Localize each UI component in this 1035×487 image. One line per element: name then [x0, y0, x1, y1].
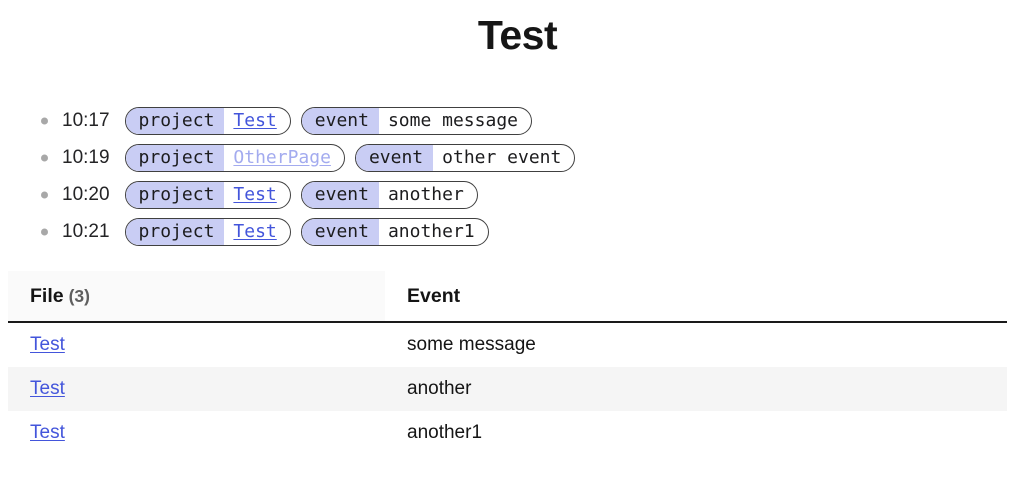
bullet-icon: [41, 117, 48, 125]
event-pill-label: event: [301, 218, 379, 245]
log-entry: 10:17 project Test event some message: [41, 105, 1027, 136]
file-column-header: File(3): [8, 271, 385, 324]
event-pill: event another: [300, 180, 478, 209]
project-pill-label: project: [125, 107, 225, 134]
log-time: 10:20: [62, 183, 110, 205]
file-cell: Test: [8, 367, 385, 411]
event-pill-label: event: [301, 181, 379, 208]
project-link[interactable]: OtherPage: [233, 147, 331, 169]
event-pill: event some message: [300, 106, 532, 135]
bullet-icon: [41, 228, 48, 236]
event-text: other event: [442, 147, 562, 169]
bullet-icon: [41, 154, 48, 162]
project-pill-label: project: [125, 181, 225, 208]
event-pill-label: event: [301, 107, 379, 134]
table-row: Test another: [8, 367, 1007, 412]
events-table: File(3) Event Test some message Test ano…: [8, 271, 1007, 455]
file-cell: Test: [8, 322, 385, 367]
event-pill-label: event: [355, 144, 434, 171]
event-pill: event another1: [300, 217, 489, 246]
project-link[interactable]: Test: [233, 184, 277, 206]
event-cell: another: [407, 378, 472, 400]
table-header-row: File(3) Event: [8, 271, 1007, 324]
event-log-list: 10:17 project Test event some message 10…: [8, 105, 1027, 247]
event-pill: event other event: [354, 143, 576, 172]
project-pill: project Test: [124, 180, 291, 209]
log-time: 10:21: [62, 220, 110, 242]
project-pill: project Test: [124, 106, 291, 135]
project-pill-label: project: [125, 218, 225, 245]
log-entry: 10:21 project Test event another1: [41, 216, 1027, 247]
log-entry: 10:20 project Test event another: [41, 179, 1027, 210]
project-link[interactable]: Test: [233, 221, 277, 243]
project-pill: project Test: [124, 217, 291, 246]
log-time: 10:17: [62, 109, 110, 131]
project-pill: project OtherPage: [124, 143, 345, 172]
table-row: Test some message: [8, 322, 1007, 367]
project-pill-label: project: [125, 144, 225, 171]
log-time: 10:19: [62, 146, 110, 168]
log-entry: 10:19 project OtherPage event other even…: [41, 142, 1027, 173]
event-text: another1: [387, 221, 475, 243]
file-header-label: File: [30, 285, 64, 308]
project-link[interactable]: Test: [233, 110, 277, 132]
event-cell: some message: [407, 334, 536, 356]
file-link[interactable]: Test: [30, 378, 65, 400]
file-count-badge: (3): [68, 286, 90, 307]
event-text: another: [387, 184, 464, 206]
event-column-header: Event: [385, 271, 1007, 324]
event-text: some message: [387, 110, 518, 132]
file-link[interactable]: Test: [30, 334, 65, 356]
page-title: Test: [477, 12, 558, 58]
table-row: Test another1: [8, 411, 1007, 455]
bullet-icon: [41, 191, 48, 199]
file-cell: Test: [8, 411, 385, 455]
event-cell: another1: [407, 422, 483, 444]
file-link[interactable]: Test: [30, 422, 65, 444]
